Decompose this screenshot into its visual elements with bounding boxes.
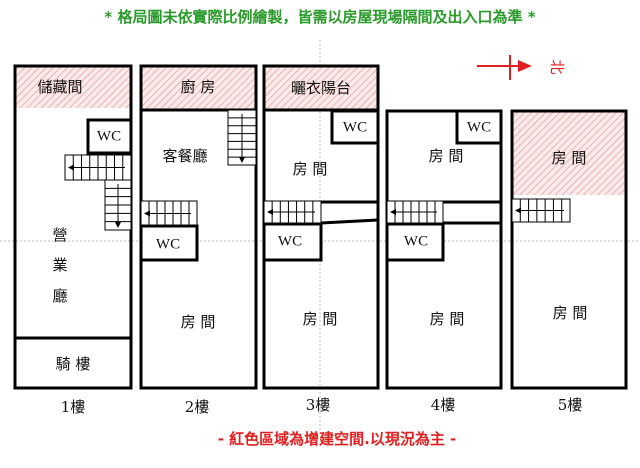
stairs xyxy=(140,200,198,227)
room-living-dining: 客餐廳 xyxy=(162,147,207,165)
room-wc: WC xyxy=(278,233,302,249)
floor-label: 1樓 xyxy=(61,398,86,416)
room-storage: 儲藏間 xyxy=(37,78,82,96)
room-bedroom: 房 間 xyxy=(552,149,587,167)
wc-room xyxy=(86,118,133,155)
floor-1: 儲藏間 WC 營 業 廳 騎 樓 1樓 xyxy=(13,64,133,416)
stairs xyxy=(386,200,444,224)
added-area xyxy=(141,66,256,110)
added-area xyxy=(512,111,626,195)
room-balcony: 曬衣陽台 xyxy=(291,79,351,97)
added-area xyxy=(264,66,378,110)
floor-4: WC 房 間 WC 房 間 4樓 xyxy=(385,109,503,414)
header-note: * 格局圖未依實際比例繪製，皆需以房屋現場隔間及出入口為準 * xyxy=(104,8,535,26)
room-kitchen: 廚 房 xyxy=(181,78,216,96)
room-bedroom: 房 間 xyxy=(430,310,465,328)
stairs xyxy=(263,200,322,224)
floor-outline xyxy=(510,109,628,390)
room-wc: WC xyxy=(343,119,367,135)
floor-label: 5樓 xyxy=(558,396,583,414)
north-arrow-icon xyxy=(477,55,532,80)
stairs xyxy=(511,198,571,223)
wc-room xyxy=(385,222,445,262)
room-business-hall: 業 xyxy=(52,256,67,274)
floor-2: 廚 房 客餐廳 WC 房 間 2樓 xyxy=(139,64,258,416)
stairs xyxy=(104,179,132,231)
room-bedroom: 房 間 xyxy=(303,310,338,328)
floor-5: 房 間 房 間 5樓 xyxy=(510,109,628,414)
added-area xyxy=(15,66,131,108)
room-bedroom: 房 間 xyxy=(181,313,216,331)
room-bedroom: 房 間 xyxy=(553,304,588,322)
room-business-hall: 廳 xyxy=(52,287,67,305)
stairs xyxy=(227,109,257,166)
stairs xyxy=(64,154,132,181)
wc-room xyxy=(330,109,380,145)
floor-label: 4樓 xyxy=(431,396,456,414)
room-wc: WC xyxy=(156,236,180,252)
room-business-hall: 營 xyxy=(52,226,67,244)
wc-room xyxy=(139,224,199,262)
floor-label: 3樓 xyxy=(306,396,331,414)
room-wc: WC xyxy=(467,119,491,135)
wc-room xyxy=(262,222,323,262)
room-wc: WC xyxy=(97,128,121,144)
floor-label: 2樓 xyxy=(185,398,210,416)
wc-room xyxy=(455,109,503,145)
floor-3: 曬衣陽台 WC 房 間 WC 房 間 3樓 xyxy=(262,64,380,414)
compass-label: 北 xyxy=(548,59,566,74)
room-bedroom: 房 間 xyxy=(293,160,328,178)
room-wc: WC xyxy=(404,233,428,249)
room-bedroom: 房 間 xyxy=(429,147,464,165)
room-arcade: 騎 樓 xyxy=(56,355,91,373)
footer-note: - 紅色區域為增建空間.以現況為主 - xyxy=(218,430,457,448)
